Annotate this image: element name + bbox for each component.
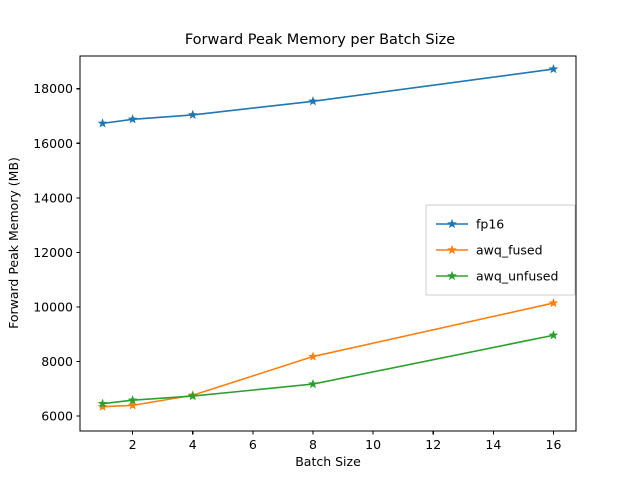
legend-marker-awq_unfused: [447, 270, 457, 281]
x-tick-label: 16: [546, 437, 562, 452]
x-axis-label: Batch Size: [295, 454, 361, 469]
legend-label-awq_fused: awq_fused: [476, 243, 543, 258]
legend-label-awq_unfused: awq_unfused: [476, 269, 558, 284]
data-point-marker: [127, 400, 138, 410]
legend-marker-fp16: [447, 218, 457, 229]
data-point-marker: [548, 330, 559, 340]
data-point-marker: [97, 398, 108, 408]
y-tick-label: 8000: [41, 354, 73, 369]
plot-area-frame: [79, 55, 577, 432]
data-point-marker: [187, 109, 198, 120]
y-tick-label: 14000: [33, 190, 73, 205]
data-point-marker: [97, 118, 108, 128]
x-axis-ticks: 2 4 6 8 10 12 14 16: [129, 431, 562, 452]
data-point-marker: [127, 114, 138, 124]
legend-marker-awq_fused: [447, 244, 457, 255]
chart-title: Forward Peak Memory per Batch Size: [185, 32, 455, 48]
series-fp16: [97, 63, 559, 128]
chart-legend[interactable]: fp16 awq_fused awq_unfused: [425, 204, 576, 296]
y-tick-label: 10000: [33, 299, 73, 314]
data-point-marker: [97, 401, 108, 411]
y-axis-ticks: 6000 8000 10000 12000 14000 16000 18000: [33, 81, 80, 424]
data-point-marker: [308, 351, 318, 361]
data-point-marker: [308, 96, 318, 106]
x-tick-label: 6: [249, 437, 257, 452]
data-point-marker: [308, 378, 318, 389]
y-tick-label: 18000: [33, 81, 73, 96]
x-tick-label: 10: [365, 437, 381, 452]
x-tick-label: 8: [309, 437, 317, 452]
y-tick-label: 12000: [33, 245, 73, 260]
x-tick-label: 14: [485, 437, 501, 452]
data-point-marker: [187, 390, 198, 401]
series-awq_unfused: [97, 330, 559, 408]
data-point-marker: [548, 297, 559, 308]
y-tick-label: 6000: [41, 409, 73, 424]
y-axis-label: Forward Peak Memory (MB): [6, 157, 21, 329]
data-point-marker: [548, 63, 559, 74]
x-tick-label: 2: [129, 437, 137, 452]
data-series-group: [97, 63, 559, 411]
x-tick-label: 4: [189, 437, 197, 452]
data-point-marker: [127, 395, 138, 405]
y-tick-label: 16000: [33, 136, 73, 151]
x-tick-label: 12: [425, 437, 441, 452]
legend-label-fp16: fp16: [476, 217, 504, 232]
